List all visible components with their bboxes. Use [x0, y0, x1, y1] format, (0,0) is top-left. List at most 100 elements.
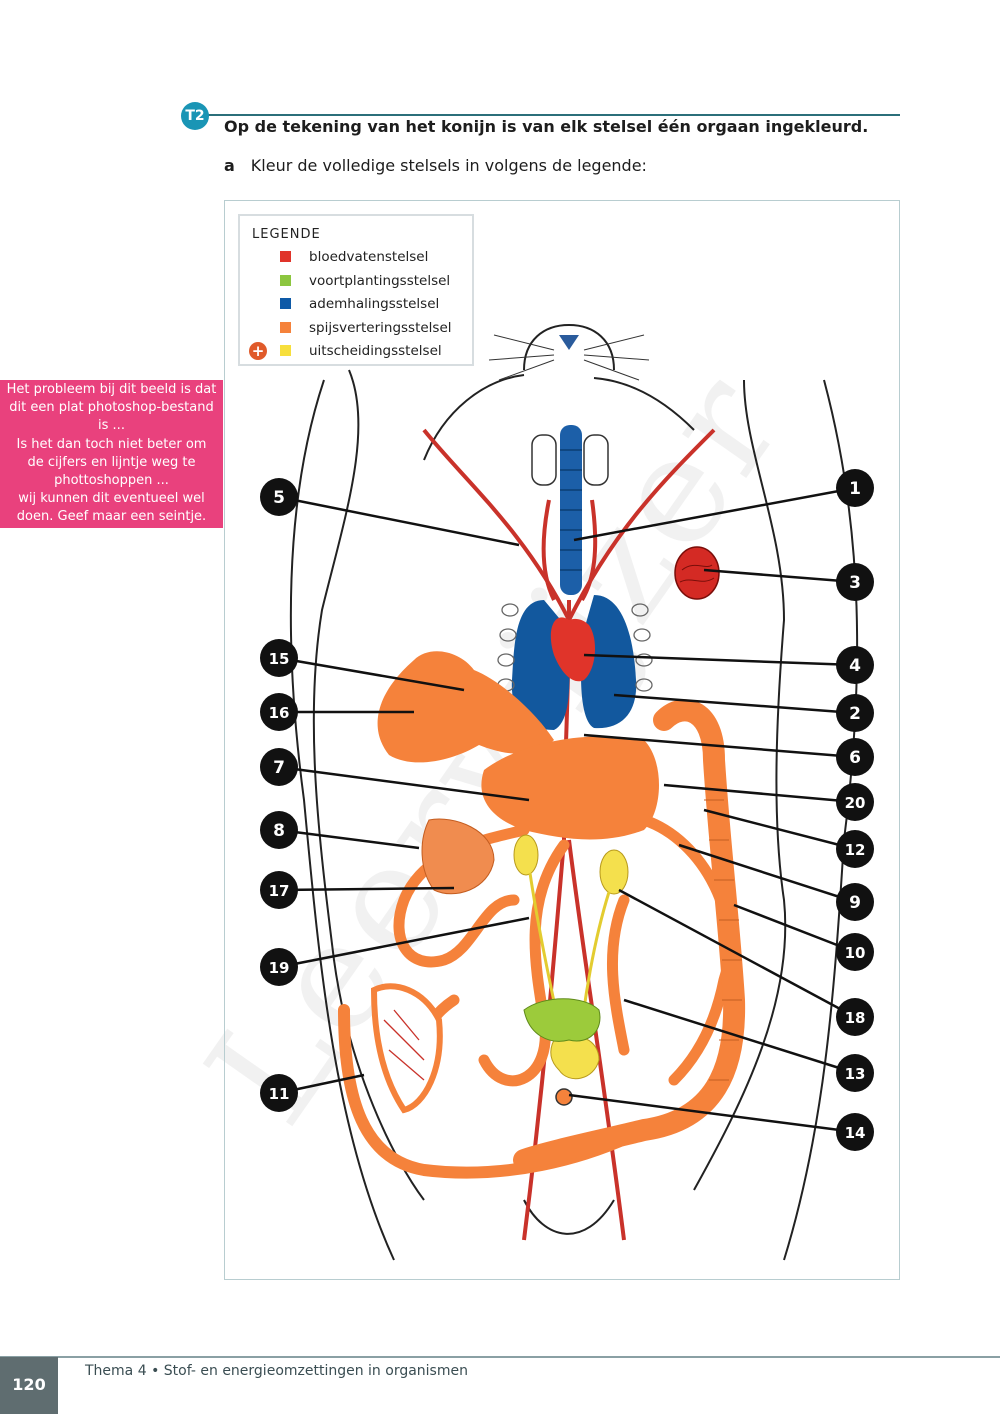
legend-item-spijsverteringsstelsel: spijsverteringsstelsel [280, 320, 452, 338]
legend-swatch [280, 345, 291, 356]
svg-text:18: 18 [845, 1009, 866, 1027]
svg-text:20: 20 [845, 794, 866, 812]
label-19: 19 [260, 948, 298, 986]
label-6: 6 [836, 738, 874, 776]
kidney-right [599, 849, 629, 895]
note-line: doen. Geef maar een seintje. [16, 509, 207, 525]
svg-text:14: 14 [845, 1124, 866, 1142]
svg-text:16: 16 [269, 704, 290, 722]
intestine-segments [704, 799, 742, 1081]
svg-text:12: 12 [845, 841, 866, 859]
legend-item-uitscheidingsstelsel: uitscheidingsstelsel [280, 343, 442, 361]
header-rule [207, 114, 900, 116]
legend-label: bloedvatenstelsel [309, 249, 429, 265]
note-line: Het probleem bij dit beeld is dat [6, 382, 217, 397]
page-number: 120 [0, 1357, 58, 1414]
exercise-badge: T2 [181, 102, 209, 130]
svg-text:6: 6 [849, 748, 861, 768]
note-line: phottoshoppen ... [54, 473, 169, 489]
svg-text:11: 11 [269, 1085, 290, 1103]
label-7: 7 [260, 748, 298, 786]
label-12: 12 [836, 830, 874, 868]
outer-skin-left [289, 379, 395, 1261]
label-9: 9 [836, 883, 874, 921]
forelimb-left [423, 374, 525, 461]
svg-text:5: 5 [273, 488, 285, 508]
legend-label: spijsverteringsstelsel [309, 320, 452, 336]
footer-text: Thema 4 • Stof- en energieomzettingen in… [85, 1363, 468, 1379]
note-line: is ... [98, 418, 125, 434]
svg-text:7: 7 [273, 758, 285, 778]
label-17: 17 [260, 871, 298, 909]
legend-item-ademhalingsstelsel: ademhalingsstelsel [280, 296, 439, 314]
number-labels: 5 1 3 15 4 16 2 6 7 20 8 12 17 9 10 19 1… [260, 469, 874, 1151]
svg-text:15: 15 [269, 650, 290, 668]
diagram-frame [224, 200, 900, 1280]
note-line: dit een plat photoshop-bestand [9, 400, 214, 416]
svg-text:1: 1 [849, 479, 861, 499]
svg-text:8: 8 [273, 821, 285, 841]
teeth-right [583, 434, 609, 486]
exercise-subquestion: a Kleur de volledige stelsels in volgens … [224, 156, 647, 175]
appendix [370, 983, 443, 1114]
svg-text:9: 9 [849, 893, 861, 913]
nose-icon [559, 335, 579, 350]
legend-swatch [280, 275, 291, 286]
label-13: 13 [836, 1054, 874, 1092]
svg-text:4: 4 [849, 656, 861, 676]
label-8: 8 [260, 811, 298, 849]
whiskers [488, 334, 650, 381]
kidney-left [513, 834, 539, 876]
svg-text:13: 13 [845, 1065, 866, 1083]
legend-item-bloedvatenstelsel: bloedvatenstelsel [280, 249, 428, 267]
svg-text:17: 17 [269, 882, 290, 900]
note-line: wij kunnen dit eventueel wel [18, 491, 205, 507]
label-20: 20 [836, 783, 874, 821]
legend-swatch [280, 322, 291, 333]
svg-text:19: 19 [269, 959, 290, 977]
label-3: 3 [836, 563, 874, 601]
label-11: 11 [260, 1074, 298, 1112]
comment-note: Het probleem bij dit beeld is dat dit ee… [0, 380, 223, 528]
subquestion-letter: a [224, 156, 235, 175]
heart [550, 617, 596, 682]
label-14: 14 [836, 1113, 874, 1151]
anus [555, 1088, 573, 1106]
svg-text:2: 2 [849, 704, 861, 724]
note-line: Is het dan toch niet beter om [16, 436, 207, 452]
label-5: 5 [260, 478, 298, 516]
label-2: 2 [836, 694, 874, 732]
exercise-title: Op de tekening van het konijn is van elk… [224, 117, 869, 136]
rabbit-anatomy-diagram: 5 1 3 15 4 16 2 6 7 20 8 12 17 9 10 19 1… [260, 323, 874, 1261]
head-outline [523, 323, 615, 371]
reproductive-organ [523, 998, 601, 1042]
legend-label: uitscheidingsstelsel [309, 343, 442, 359]
label-15: 15 [260, 639, 298, 677]
bladder [550, 1035, 600, 1080]
label-4: 4 [836, 646, 874, 684]
tail [523, 1199, 615, 1235]
plus-icon[interactable]: + [249, 342, 267, 360]
liver [377, 651, 554, 763]
appendix-vessels [383, 1009, 425, 1081]
pancreas [421, 818, 495, 895]
svg-text:3: 3 [849, 573, 861, 593]
legend: LEGENDE bloedvatenstelsel voortplantings… [238, 214, 474, 366]
label-10: 10 [836, 933, 874, 971]
footer-rule [0, 1356, 1000, 1358]
forelimb-right [593, 377, 695, 431]
body-outline-left [312, 369, 425, 1201]
legend-swatch [280, 251, 291, 262]
label-18: 18 [836, 998, 874, 1036]
body-outline-right [693, 379, 787, 1191]
spleen [674, 546, 720, 600]
subquestion-text: Kleur de volledige stelsels in volgens d… [250, 156, 647, 175]
svg-text:10: 10 [845, 944, 866, 962]
label-16: 16 [260, 693, 298, 731]
legend-swatch [280, 298, 291, 309]
legend-label: ademhalingsstelsel [309, 296, 440, 312]
label-1: 1 [836, 469, 874, 507]
teeth-left [531, 434, 557, 486]
note-line: de cijfers en lijntje weg te [27, 454, 196, 470]
legend-item-voortplantingsstelsel: voortplantingsstelsel [280, 273, 450, 291]
